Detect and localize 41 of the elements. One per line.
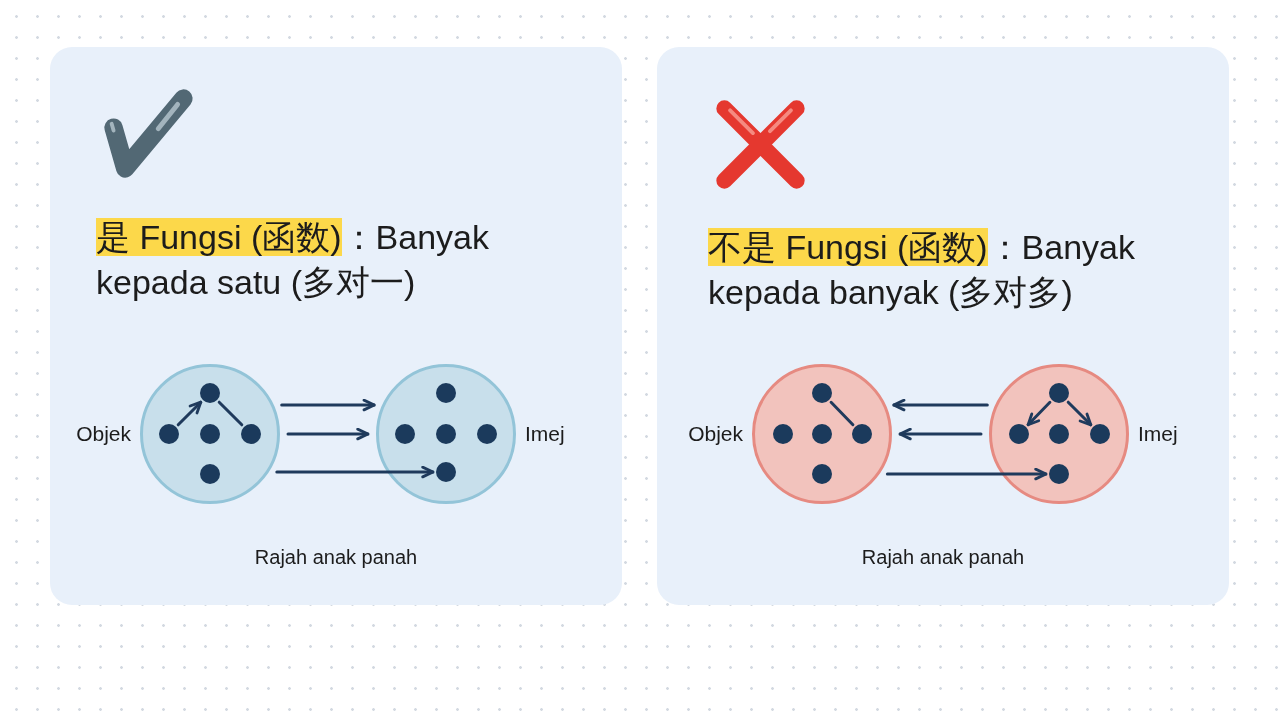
set-label: Objek	[688, 421, 743, 447]
comparison-card	[657, 47, 1229, 605]
arrow	[286, 427, 370, 441]
dot-icon	[1049, 424, 1069, 444]
dot-icon	[812, 383, 832, 403]
dot-icon	[395, 424, 415, 444]
dot-icon	[1090, 424, 1110, 444]
dot-icon	[159, 424, 179, 444]
arrow	[280, 398, 376, 412]
set-label: Imej	[1138, 421, 1178, 447]
set-label: Objek	[76, 421, 131, 447]
connector-line	[829, 400, 855, 427]
dot-icon	[241, 424, 261, 444]
dot-icon	[773, 424, 793, 444]
set-label: Imej	[525, 421, 565, 447]
dot-icon	[477, 424, 497, 444]
connector-line	[217, 400, 244, 427]
dot-icon	[1049, 464, 1069, 484]
dot-icon	[436, 424, 456, 444]
arrow	[1026, 400, 1052, 427]
comparison-card	[50, 47, 622, 605]
dot-icon	[812, 464, 832, 484]
dot-icon	[852, 424, 872, 444]
arrow	[1066, 400, 1093, 427]
heading-text: 是 Fungsi (函数)：Banyak kepada satu (多对一)	[96, 217, 490, 303]
arrow	[275, 465, 435, 479]
arrow	[892, 398, 989, 412]
arrow	[885, 467, 1048, 481]
dot-icon	[200, 383, 220, 403]
caption-text: Rajah anak panah	[861, 545, 1025, 570]
dot-icon	[200, 424, 220, 444]
dot-icon	[436, 462, 456, 482]
dot-icon	[1049, 383, 1069, 403]
dot-icon	[200, 464, 220, 484]
caption-text: Rajah anak panah	[254, 545, 418, 570]
heading-text: 不是 Fungsi (函数)：Banyak kepada banyak (多对多)	[708, 227, 1136, 313]
dot-icon	[1009, 424, 1029, 444]
arrow	[176, 400, 203, 427]
dot-icon	[812, 424, 832, 444]
dot-icon	[436, 383, 456, 403]
arrow	[898, 427, 983, 441]
